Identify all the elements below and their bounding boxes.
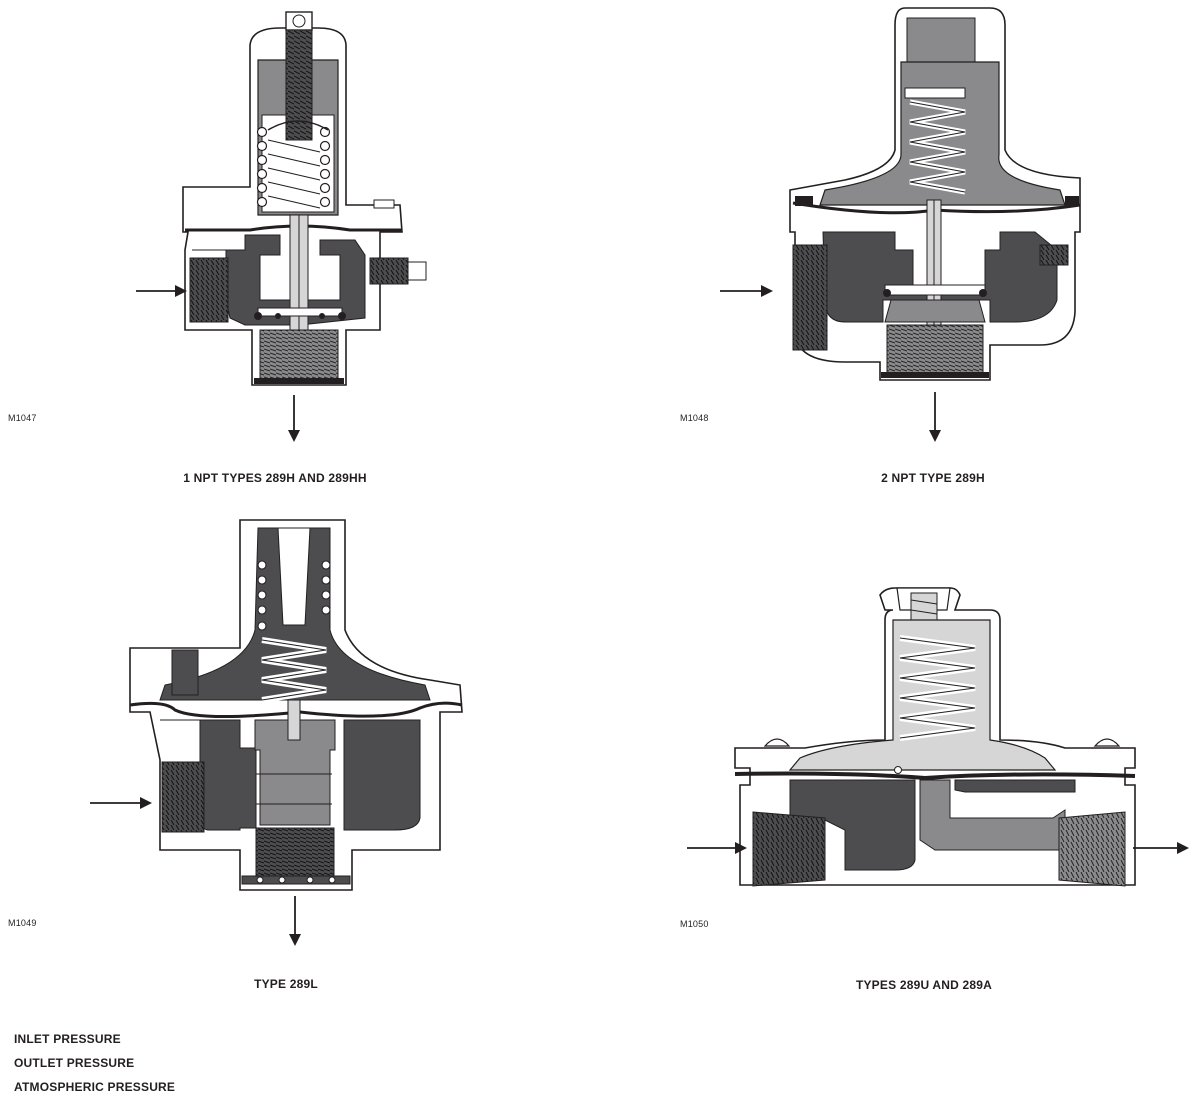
regulator-289h-2npt-drawing	[720, 7, 1081, 442]
legend-label: OUTLET PRESSURE	[14, 1056, 135, 1070]
legend-item-atmospheric-pressure: ATMOSPHERIC PRESSURE	[14, 1080, 175, 1104]
regulator-289h-1npt-drawing	[136, 11, 427, 442]
figure-id-m1049: M1049	[8, 918, 37, 928]
figure-m1050: M1050 TYPES 289U AND 289A	[595, 500, 1190, 1000]
figure-caption-m1050: TYPES 289U AND 289A	[855, 978, 993, 992]
figure-id-m1050: M1050	[680, 919, 709, 929]
figure-m1048: M1048 2 NPT TYPE 289H	[595, 0, 1190, 500]
regulator-289u-289a-drawing	[687, 587, 1189, 887]
legend-item-outlet-pressure: OUTLET PRESSURE	[14, 1056, 175, 1080]
figure-id-m1048: M1048	[680, 413, 709, 423]
regulator-289l-drawing	[90, 519, 463, 946]
figure-id-m1047: M1047	[8, 413, 37, 423]
figure-m1047: M1047 1 NPT TYPES 289H AND 289HH	[0, 0, 595, 500]
legend-label: INLET PRESSURE	[14, 1032, 121, 1046]
pressure-legend: INLET PRESSURE OUTLET PRESSURE ATMOSPHER…	[14, 1032, 175, 1104]
figure-caption-m1047: 1 NPT TYPES 289H AND 289HH	[183, 471, 367, 485]
figure-caption-m1048: 2 NPT TYPE 289H	[881, 471, 985, 485]
legend-label: ATMOSPHERIC PRESSURE	[14, 1080, 176, 1094]
figure-caption-m1049: TYPE 289L	[254, 977, 318, 991]
legend-item-inlet-pressure: INLET PRESSURE	[14, 1032, 175, 1056]
figure-m1049: M1049 TYPE 289L	[0, 500, 595, 1000]
